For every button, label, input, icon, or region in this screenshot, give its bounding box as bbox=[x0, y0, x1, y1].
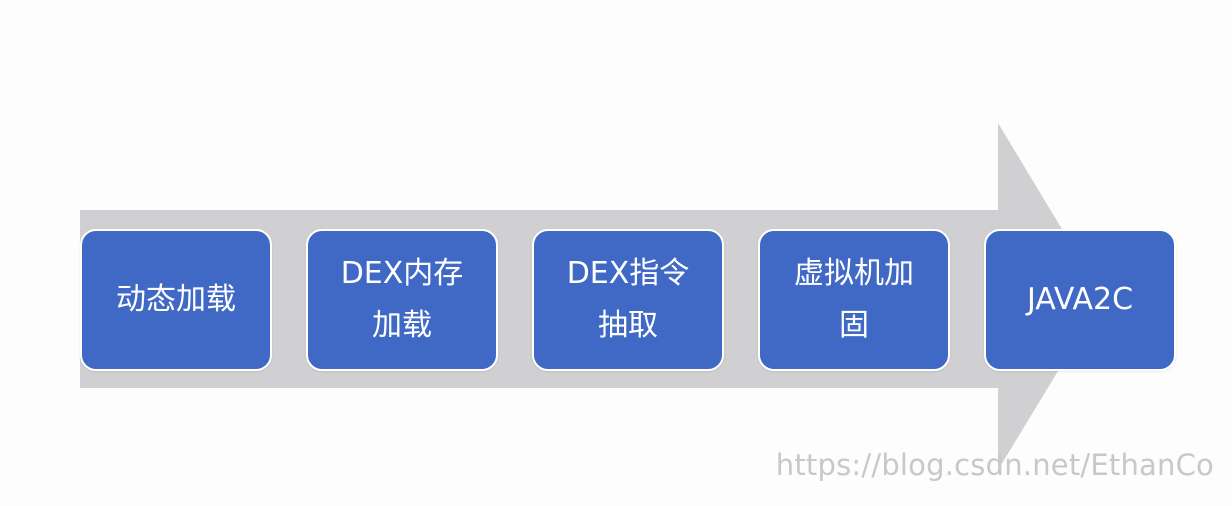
step-dynamic-loading: 动态加载 bbox=[80, 229, 272, 371]
step-label: DEX指令抽取 bbox=[566, 256, 690, 343]
step-java2c: JAVA2C bbox=[984, 229, 1176, 371]
step-dex-instruction-extraction: DEX指令抽取 bbox=[532, 229, 724, 371]
step-label: 虚拟机加固 bbox=[794, 256, 914, 343]
step-label: JAVA2C bbox=[1026, 282, 1134, 317]
step-dex-memory-loading: DEX内存加载 bbox=[306, 229, 498, 371]
step-label: DEX内存加载 bbox=[340, 256, 464, 343]
step-label: 动态加载 bbox=[116, 282, 236, 317]
step-vm-hardening: 虚拟机加固 bbox=[758, 229, 950, 371]
watermark-text: https://blog.csdn.net/EthanCo bbox=[775, 448, 1214, 482]
